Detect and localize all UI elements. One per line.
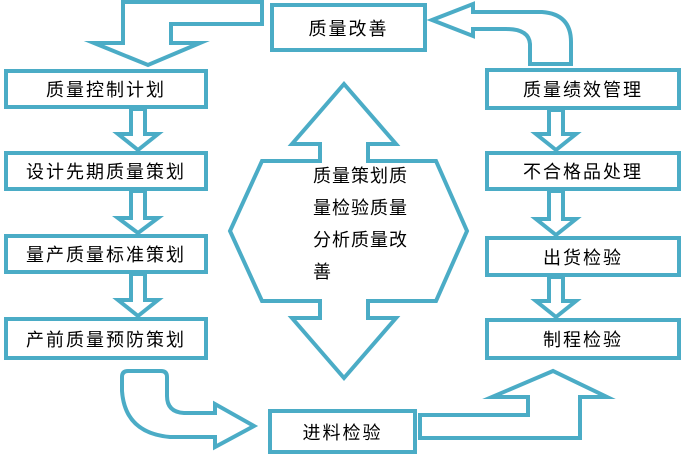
node-quality-control-plan: 质量控制计划 <box>4 69 208 109</box>
arrow-down-right-3 <box>530 275 582 320</box>
label-line: 善 <box>313 262 332 283</box>
node-shipment-inspection: 出货检验 <box>485 236 681 277</box>
arrow-down-left-2 <box>112 189 164 236</box>
label-line: 分析质量改 <box>313 230 408 251</box>
node-quality-performance-management: 质量绩效管理 <box>485 68 681 110</box>
node-quality-improvement: 质量改善 <box>270 3 427 52</box>
connector-preproduction-to-incoming <box>120 369 259 451</box>
arrow-down-left-1 <box>112 107 164 153</box>
arrow-down-left-3 <box>112 272 164 319</box>
node-mass-production-quality-standard-planning: 量产质量标准策划 <box>4 234 208 274</box>
connector-incoming-to-process <box>418 368 616 440</box>
node-preproduction-quality-prevention-planning: 产前质量预防策划 <box>4 317 208 360</box>
connector-performance-to-improvement <box>426 1 573 66</box>
label-line: 量检验质量 <box>313 198 408 219</box>
four-way-arrow <box>227 80 470 382</box>
node-design-advance-quality-planning: 设计先期质量策划 <box>4 151 208 191</box>
four-way-arrow-label: 质量策划质 量检验质量 分析质量改 善 <box>313 161 411 289</box>
connector-improvement-to-control-plan <box>83 0 264 68</box>
arrow-down-right-2 <box>530 189 582 238</box>
node-nonconforming-product-handling: 不合格品处理 <box>485 151 681 191</box>
label-line: 质量策划质 <box>313 166 408 187</box>
node-incoming-material-inspection: 进料检验 <box>268 409 417 454</box>
arrow-down-right-1 <box>530 108 582 153</box>
node-process-inspection: 制程检验 <box>485 318 681 360</box>
